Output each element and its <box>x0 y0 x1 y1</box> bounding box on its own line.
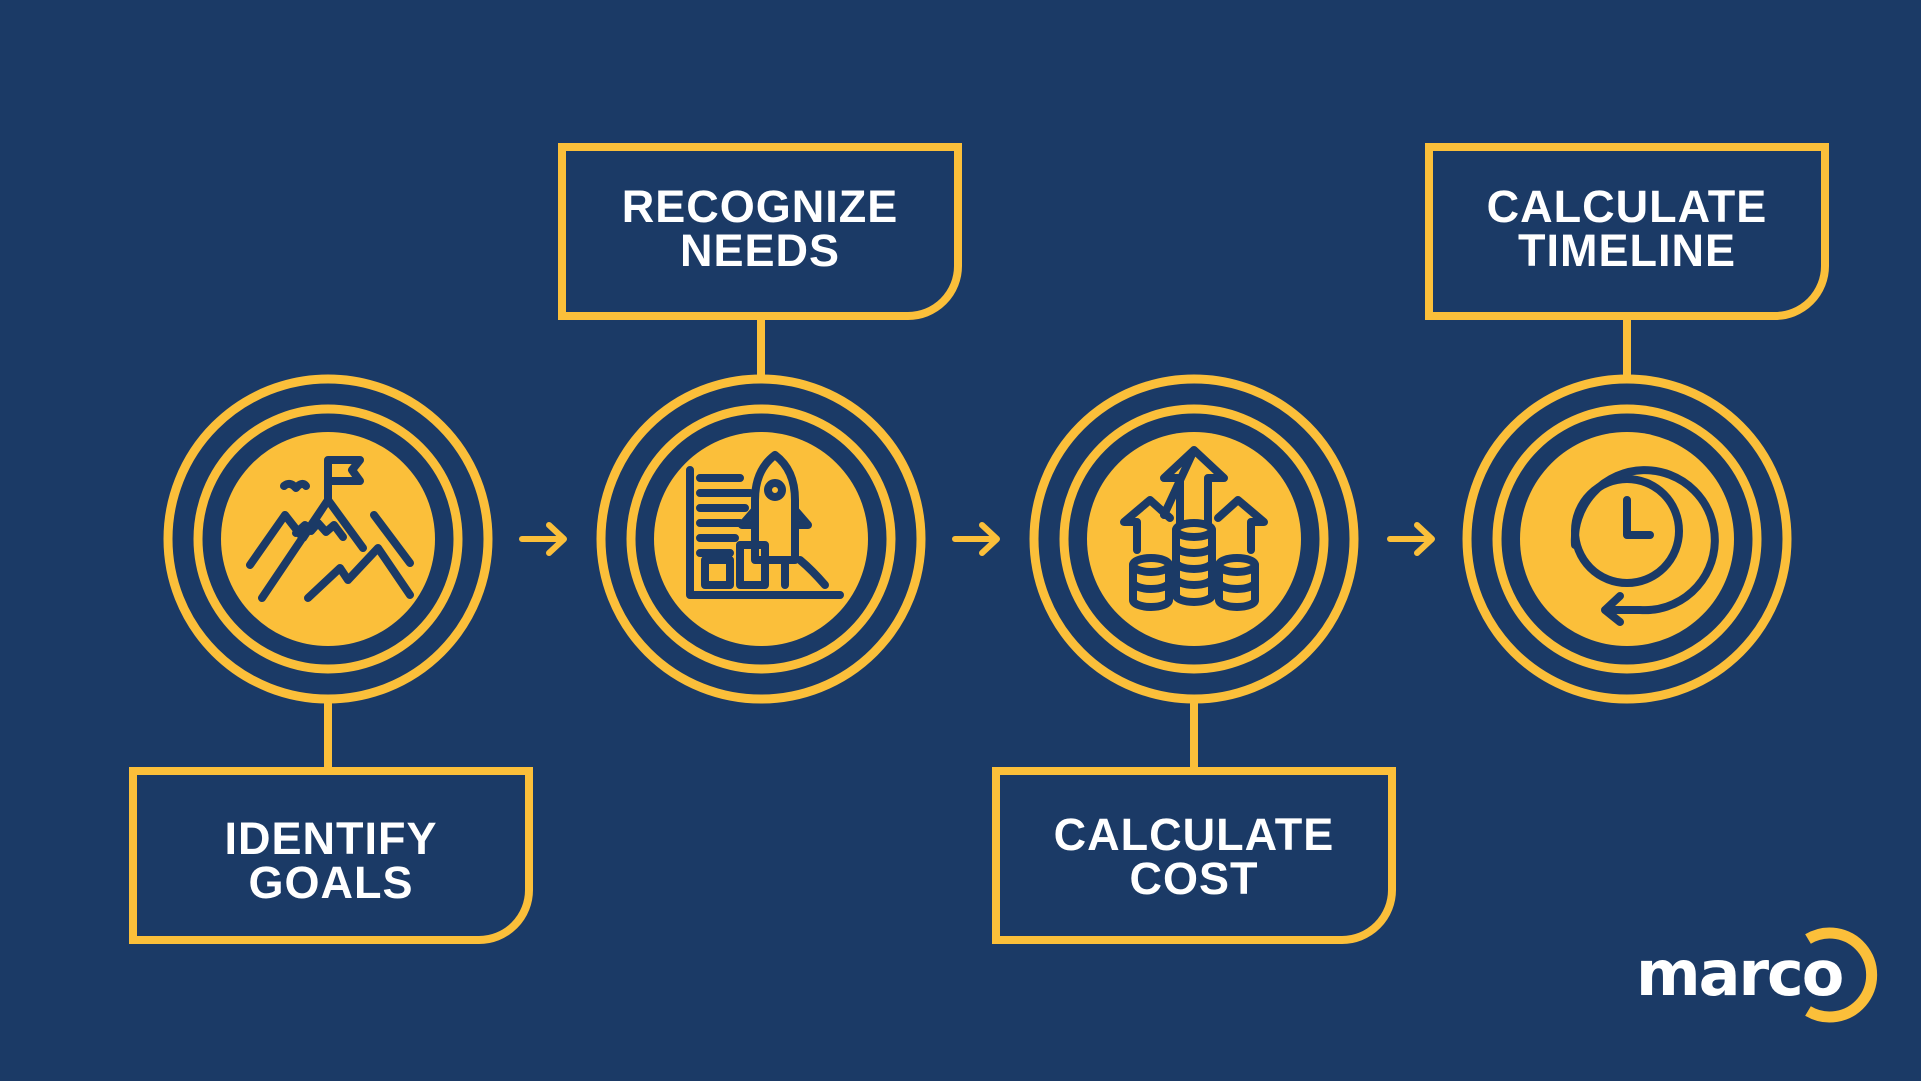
step-label-1-line2: GOALS <box>248 857 413 908</box>
step-circle-1 <box>163 374 493 704</box>
logo-arc-icon <box>1805 927 1878 1023</box>
step-circle-2 <box>596 374 926 704</box>
logo-text: marco <box>1636 937 1842 1010</box>
arrow-icon <box>1387 522 1435 556</box>
step-box-4 <box>1425 143 1829 320</box>
step-label-3-line2: COST <box>1129 853 1258 904</box>
step-label-4-line1: CALCULATE <box>1487 181 1768 232</box>
step-box-3 <box>992 767 1396 944</box>
step-label-1-line1: IDENTIFY <box>224 813 437 864</box>
step-label-2-line1: RECOGNIZE <box>622 181 899 232</box>
marco-logo: marco <box>1636 927 1878 1023</box>
arrow-icon <box>519 522 567 556</box>
arrow-icon <box>952 522 1000 556</box>
step-label-2-line2: NEEDS <box>680 225 840 276</box>
step-label-4-line2: TIMELINE <box>1518 225 1736 276</box>
mountain-flag-icon <box>246 456 414 602</box>
rocket-chart-icon <box>686 451 844 599</box>
clock-refresh-icon <box>1570 466 1719 626</box>
step-label-3-line1: CALCULATE <box>1054 809 1335 860</box>
step-box-2 <box>558 143 962 320</box>
step-box-1 <box>129 767 533 944</box>
coins-growth-icon <box>1120 446 1268 611</box>
